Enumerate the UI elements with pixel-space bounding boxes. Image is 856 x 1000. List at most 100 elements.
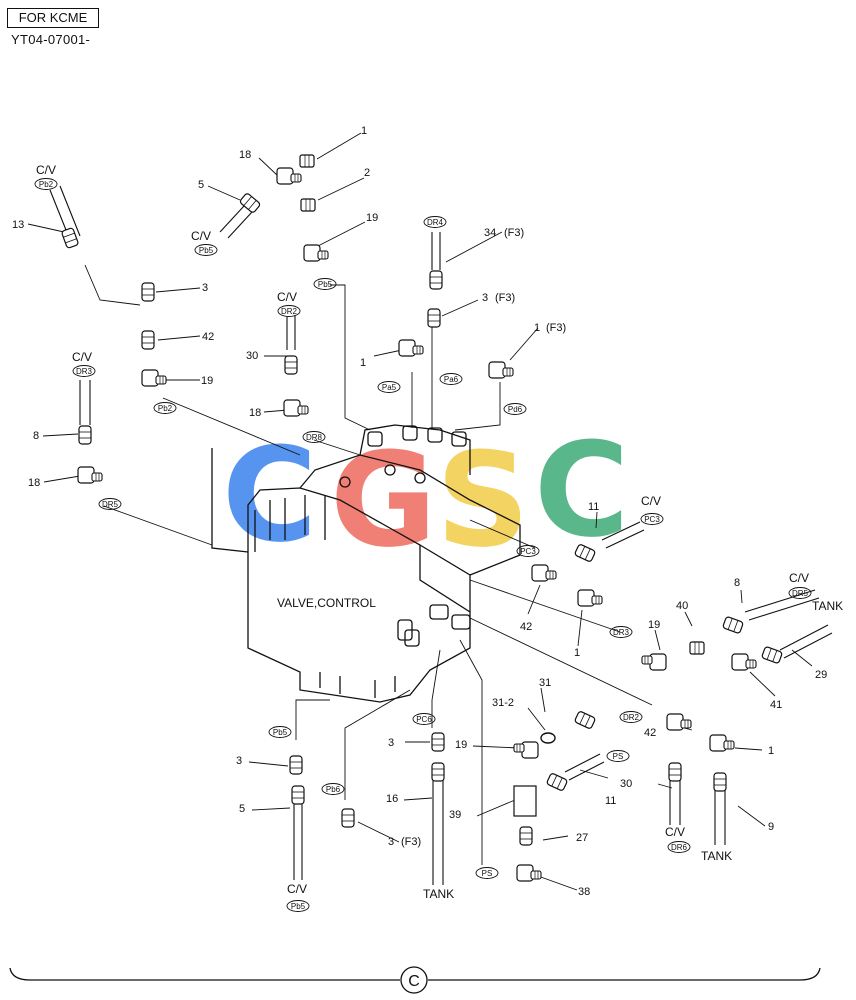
tag-pb5-top: Pb5 — [199, 246, 214, 255]
callout-3-lower-left: 3 — [236, 755, 242, 767]
serial-range: YT04-07001- — [11, 32, 91, 47]
callout-19-left: 19 — [201, 375, 213, 387]
tank-label-bottom: TANK — [423, 887, 454, 901]
watermark-letter-g: G — [330, 424, 437, 576]
tag-pc6: PC6 — [416, 715, 432, 724]
callout-3-f3-top: 3 — [482, 292, 488, 304]
callout-34-f3: (F3) — [504, 227, 524, 239]
callout-3-f3-bottom-suffix: (F3) — [401, 836, 421, 848]
valve-control-label: VALVE,CONTROL — [277, 596, 376, 610]
page-footer-bracket — [9, 966, 821, 994]
callout-1-right: 1 — [768, 745, 774, 757]
callout-16: 16 — [386, 793, 398, 805]
tag-dr5-right: DR5 — [792, 589, 809, 598]
tag-dr2-top: DR2 — [281, 307, 298, 316]
callout-1-f3-suffix: (F3) — [546, 322, 566, 334]
tag-pb2-left: Pb2 — [158, 404, 173, 413]
port-tag-texts: Pb2 Pb5 Pb5 DR2 DR3 Pb2 DR8 DR5 DR4 Pa5 … — [39, 180, 809, 911]
cv-label-pc3: C/V — [641, 494, 661, 508]
callout-9: 9 — [768, 821, 774, 833]
tag-ps-right: PS — [613, 752, 624, 761]
tag-dr3-right: DR3 — [613, 628, 630, 637]
tag-dr5-left: DR5 — [102, 500, 119, 509]
tag-ps-bottom: PS — [482, 869, 493, 878]
watermark-letter-c2: C — [534, 414, 629, 566]
cv-label-pb5-bottom: C/V — [287, 882, 307, 896]
callout-1-mid: 1 — [360, 357, 366, 369]
tag-dr6: DR6 — [671, 843, 688, 852]
callout-11-lower: 11 — [605, 795, 616, 807]
tag-pb6: Pb6 — [326, 785, 341, 794]
callout-5-bottom: 5 — [239, 803, 245, 815]
callout-11-right: 11 — [588, 501, 599, 513]
callout-13: 13 — [12, 219, 24, 231]
tag-dr3-left: DR3 — [76, 367, 93, 376]
cgsc-watermark: C G S C — [222, 414, 629, 576]
tag-pc3-body: PC3 — [520, 547, 536, 556]
control-valve-body — [211, 424, 521, 703]
callout-42-right: 42 — [644, 727, 656, 739]
tag-pb5-lower: Pb5 — [273, 728, 288, 737]
destination-labels: C/V C/V C/V C/V C/V C/V C/V C/V TANK TAN… — [36, 163, 843, 901]
cv-label-pb5-top: C/V — [191, 229, 211, 243]
watermark-letter-s: S — [436, 424, 530, 576]
page-marker: C — [408, 973, 420, 990]
callout-1-center: 1 — [574, 647, 580, 659]
callout-40: 40 — [676, 600, 688, 612]
cv-label-dr3: C/V — [72, 350, 92, 364]
fittings — [60, 154, 784, 882]
port-tags — [34, 178, 812, 912]
cv-label-pb2: C/V — [36, 163, 56, 177]
callout-1-f3: 1 — [534, 322, 540, 334]
callout-41: 41 — [770, 699, 782, 711]
callout-8-left: 8 — [33, 430, 39, 442]
tag-dr4: DR4 — [427, 218, 444, 227]
callout-3-f3-top-suffix: (F3) — [495, 292, 515, 304]
tag-pa6: Pa6 — [444, 375, 459, 384]
tag-pc3-right: PC3 — [644, 515, 660, 524]
tag-dr8: DR8 — [306, 433, 323, 442]
callout-18-left: 18 — [28, 477, 40, 489]
callout-19-bottom: 19 — [455, 739, 467, 751]
callout-29: 29 — [815, 669, 827, 681]
callout-18-mid: 18 — [249, 407, 261, 419]
tag-pa5: Pa5 — [382, 383, 397, 392]
cv-label-dr6: C/V — [665, 825, 685, 839]
watermark-letter-c1: C — [222, 419, 317, 571]
tag-pb2-top: Pb2 — [39, 180, 54, 189]
callout-5-top: 5 — [198, 179, 204, 191]
callout-30-right: 30 — [620, 778, 632, 790]
callout-3-bottom: 3 — [388, 737, 394, 749]
callout-27: 27 — [576, 832, 588, 844]
callout-8-right: 8 — [734, 577, 740, 589]
leader-lines — [84, 264, 653, 865]
cv-label-dr5: C/V — [789, 571, 809, 585]
tag-dr2-right: DR2 — [623, 713, 640, 722]
tag-pd6: Pd6 — [508, 405, 523, 414]
tag-pb5-mid: Pb5 — [318, 280, 333, 289]
callout-3-f3-bottom: 3 — [388, 836, 394, 848]
callout-42-mid: 42 — [520, 621, 532, 633]
callout-1-top: 1 — [361, 125, 367, 137]
cv-label-dr2: C/V — [277, 290, 297, 304]
tag-pb5-bottom: Pb5 — [291, 902, 306, 911]
callout-30-left: 30 — [246, 350, 258, 362]
callout-19-right: 19 — [648, 619, 660, 631]
callout-39: 39 — [449, 809, 461, 821]
callout-34: 34 — [484, 227, 496, 239]
tank-label-lower-right: TANK — [701, 849, 732, 863]
callout-18-top: 18 — [239, 149, 251, 161]
callout-19-top: 19 — [366, 212, 378, 224]
callout-31-2: 31-2 — [492, 697, 514, 709]
callout-38: 38 — [578, 886, 590, 898]
tank-label-right: TANK — [812, 599, 843, 613]
callout-31: 31 — [539, 677, 551, 689]
callout-3-left: 3 — [202, 282, 208, 294]
callout-numbers: 1 18 2 5 19 13 3 42 19 30 18 8 18 34 (F3… — [12, 125, 827, 898]
callout-42-left: 42 — [202, 331, 214, 343]
market-label-box: FOR KCME — [7, 8, 99, 28]
callout-2: 2 — [364, 167, 370, 179]
hoses — [49, 185, 833, 885]
